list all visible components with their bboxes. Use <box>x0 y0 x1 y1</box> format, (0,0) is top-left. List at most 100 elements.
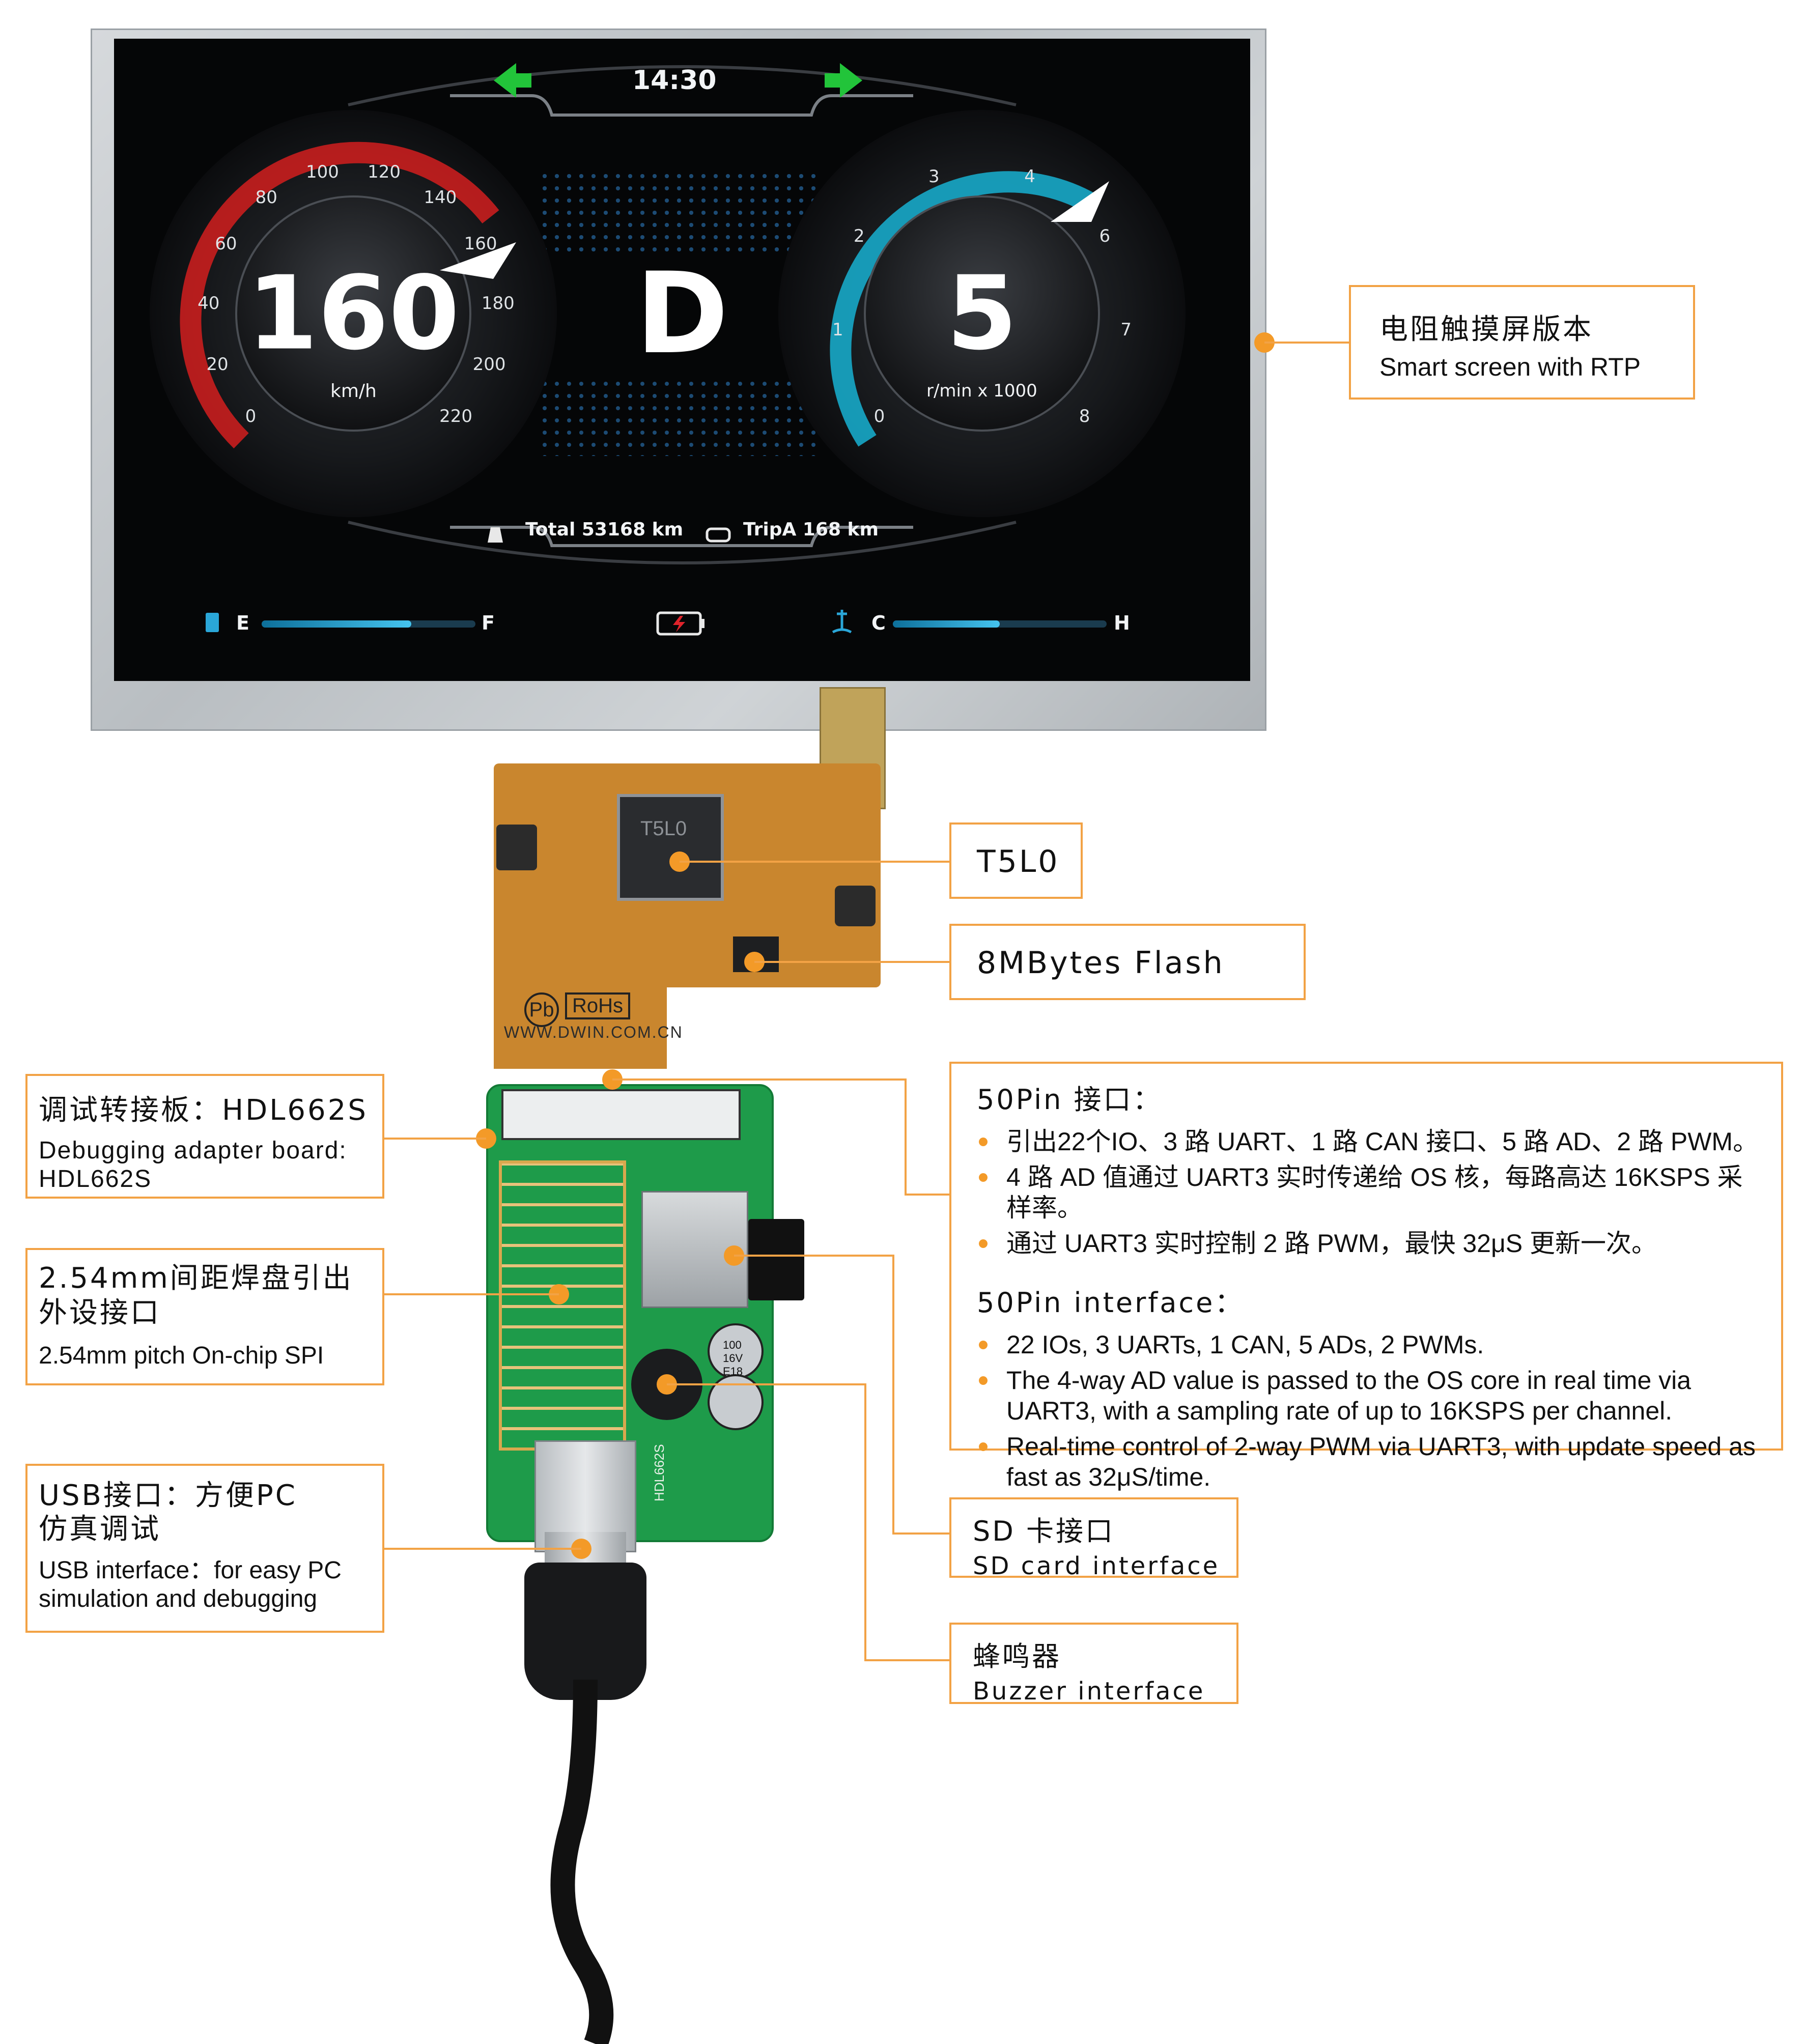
speed-tick: 220 <box>439 406 472 427</box>
buzzer-callout: 蜂鸣器 Buzzer interface <box>949 1623 1238 1706</box>
adapter-en: Debugging adapter board: HDL662S <box>39 1137 347 1193</box>
usb-en: USB interface：for easy PC simulation and… <box>39 1557 342 1612</box>
usb-cn: USB接口：方便PC仿真调试 <box>39 1479 297 1546</box>
usb-leader <box>384 1548 581 1550</box>
t5l0-chip: T5L0 <box>617 794 724 901</box>
rpm-unit: r/min x 1000 <box>926 381 1037 401</box>
pin50-cn-title: 50Pin 接口： <box>977 1084 1163 1116</box>
fuel-bar-fill <box>262 620 411 628</box>
speed-ring <box>180 141 499 449</box>
t5l0-callout: T5L0 <box>949 822 1083 899</box>
fuel-empty-label: E <box>236 612 249 634</box>
flash-label: 8MBytes Flash <box>977 945 1225 981</box>
chip-marking: T5L0 <box>640 817 687 840</box>
speed-tick: 100 <box>305 161 339 182</box>
inductor <box>496 825 537 870</box>
flash-callout: 8MBytes Flash <box>949 924 1306 1000</box>
speed-tick: 80 <box>255 187 277 208</box>
rpm-needle <box>1051 181 1109 222</box>
rpm-tick: 6 <box>1099 226 1111 247</box>
pin50-en-list: 22 IOs, 3 UARTs, 1 CAN, 5 ADs, 2 PWMs. Th… <box>977 1329 1761 1492</box>
clock: 14:30 <box>632 65 717 96</box>
trip-a: TripA 168 km <box>743 519 879 540</box>
rpm-tick: 8 <box>1079 406 1090 427</box>
sd-callout: SD 卡接口 SD card interface <box>949 1497 1238 1580</box>
sd-en: SD card interface <box>973 1552 1220 1580</box>
pin50-leader-b <box>905 1078 907 1196</box>
sd-card <box>748 1219 804 1300</box>
rohs-mark: RoHs <box>565 992 631 1019</box>
sd-cn: SD 卡接口 <box>973 1515 1115 1547</box>
buzzer-cn: 蜂鸣器 <box>973 1640 1061 1672</box>
adapter-callout: 调试转接板：HDL662S Debugging adapter board: H… <box>25 1074 384 1199</box>
dot-grid-top <box>537 171 822 252</box>
rpm-tick: 1 <box>832 319 843 340</box>
fpc-connector <box>501 1089 741 1140</box>
usb-cable <box>550 1680 614 2044</box>
buzzer-leader-c <box>864 1659 949 1661</box>
pads-en: 2.54mm pitch On-chip SPI <box>39 1342 324 1369</box>
capacitor-1 <box>708 1323 764 1379</box>
rtp-callout: 电阻触摸屏版本 Smart screen with RTP <box>1349 285 1695 400</box>
website-mark: WWW.DWIN.COM.CN <box>504 1023 683 1041</box>
rpm-tick: 3 <box>928 166 940 187</box>
rpm-tick: 2 <box>853 226 865 247</box>
rpm-ring <box>830 171 1102 447</box>
pb-mark: Pb <box>524 992 559 1027</box>
pcb-label: HDL662S <box>652 1444 667 1501</box>
speed-value: 160 <box>247 254 460 373</box>
pads-cn: 2.54mm间距焊盘引出外设接口 <box>39 1262 353 1329</box>
top-arc <box>348 65 1017 106</box>
capacitor-2 <box>708 1374 764 1430</box>
pads-callout: 2.54mm间距焊盘引出外设接口 2.54mm pitch On-chip SP… <box>25 1248 384 1385</box>
fuel-full-label: F <box>482 612 495 634</box>
usb-plug <box>524 1563 646 1700</box>
speed-tick: 20 <box>206 354 229 375</box>
coolant-icon <box>832 610 852 634</box>
rpm-tick: 0 <box>873 406 885 427</box>
buzzer-leader-a <box>667 1383 866 1385</box>
odometer-total: Total 53168 km <box>525 519 684 540</box>
pin50-cn-item: 通过 UART3 实时控制 2 路 PWM，最快 32μS 更新一次。 <box>977 1228 1761 1259</box>
buzzer-en: Buzzer interface <box>973 1677 1205 1706</box>
rtp-cn: 电阻触摸屏版本 <box>1379 313 1593 346</box>
rpm-value: 5 <box>946 254 1018 373</box>
left-arrow-icon <box>494 63 531 98</box>
inductor-2 <box>835 886 876 926</box>
top-bezel <box>450 94 913 117</box>
pin50-cn-list: 引出22个IO、3 路 UART、1 路 CAN 接口、5 路 AD、2 路 P… <box>977 1126 1761 1259</box>
sd-leader-a <box>734 1255 894 1257</box>
pin50-en-item: The 4-way AD value is passed to the OS c… <box>977 1365 1761 1426</box>
pin50-leader-c <box>905 1194 950 1196</box>
car-icon <box>706 527 731 543</box>
temp-cold-label: C <box>871 612 886 634</box>
speed-tick: 140 <box>424 187 457 208</box>
speed-tick: 160 <box>464 234 497 254</box>
buzzer-leader-b <box>864 1383 866 1661</box>
adapter-leader <box>384 1138 486 1140</box>
speed-unit: km/h <box>330 381 377 402</box>
pin50-callout: 50Pin 接口： 引出22个IO、3 路 UART、1 路 CAN 接口、5 … <box>949 1062 1783 1491</box>
pin50-en-title: 50Pin interface： <box>977 1287 1245 1319</box>
tachometer-hub <box>864 195 1100 432</box>
temp-hot-label: H <box>1114 612 1130 634</box>
speed-tick: 40 <box>198 293 220 314</box>
sd-leader-b <box>892 1255 894 1535</box>
fpc-cable <box>494 982 667 1069</box>
capacitor-marking: 100 16V E18 <box>723 1339 743 1378</box>
pin50-en-item: Real-time control of 2-way PWM via UART3… <box>977 1431 1761 1492</box>
speedometer-hub <box>235 195 471 432</box>
header-pads <box>499 1160 626 1451</box>
t5l0-label: T5L0 <box>977 844 1060 879</box>
pin50-en-item: 22 IOs, 3 UARTs, 1 CAN, 5 ADs, 2 PWMs. <box>977 1329 1761 1360</box>
speed-tick: 60 <box>215 234 237 254</box>
speed-tick: 120 <box>368 161 401 182</box>
pin50-leader-a <box>612 1078 907 1081</box>
adapter-cn: 调试转接板：HDL662S <box>39 1094 368 1127</box>
bottom-arc <box>348 521 1017 564</box>
rpm-tick: 7 <box>1120 319 1132 340</box>
sd-leader-c <box>892 1532 949 1535</box>
road-icon <box>488 527 503 543</box>
rtp-leader <box>1264 342 1349 344</box>
t5l0-leader <box>680 861 949 863</box>
